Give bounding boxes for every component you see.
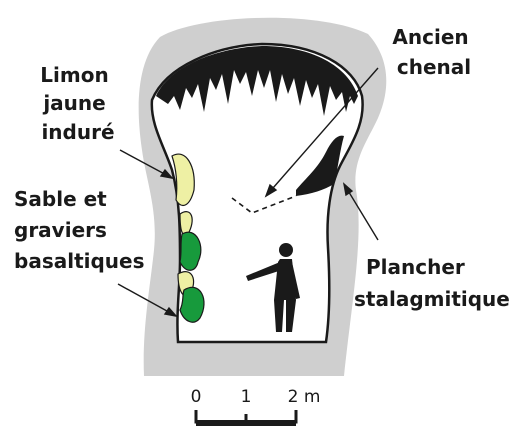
- label-sable-line-2: graviers: [14, 218, 107, 242]
- label-limon: Limon jaune induré: [40, 63, 115, 144]
- scale-tick-1: 1: [241, 387, 252, 407]
- scale-bar: 0 1 2 m: [191, 387, 321, 426]
- scale-segment-filled: [196, 420, 296, 426]
- label-limon-line-1: Limon: [40, 63, 108, 87]
- scale-tick-2: 2 m: [288, 387, 321, 407]
- scale-tick-0: 0: [191, 387, 202, 407]
- label-ancien-chenal: Ancien chenal: [392, 25, 475, 79]
- label-ancien-line-2: chenal: [397, 55, 471, 79]
- label-sable-line-1: Sable et: [14, 187, 107, 211]
- label-ancien-line-1: Ancien: [392, 25, 468, 49]
- label-plancher-line-2: stalagmitique: [354, 287, 510, 311]
- label-limon-line-3: induré: [41, 120, 114, 144]
- label-plancher-line-1: Plancher: [366, 255, 465, 279]
- label-limon-line-2: jaune: [42, 91, 105, 115]
- sable-deposit-upper: [180, 232, 201, 270]
- sable-deposit-lower: [180, 287, 204, 322]
- label-plancher: Plancher stalagmitique: [354, 255, 510, 311]
- label-sable: Sable et graviers basaltiques: [14, 187, 145, 273]
- label-sable-line-3: basaltiques: [14, 249, 145, 273]
